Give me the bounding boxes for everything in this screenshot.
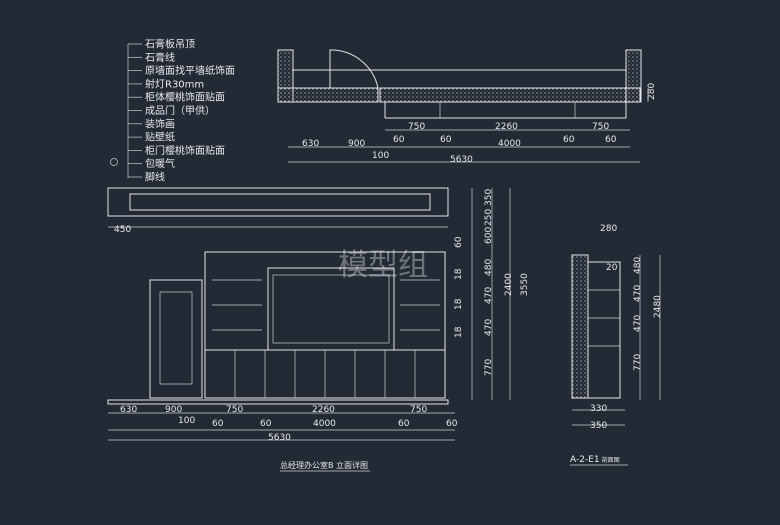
elev-bottom-630: 630 [120, 405, 137, 415]
elev-dim-18-c: 18 [454, 326, 464, 338]
elev-bottom-60-b: 60 [260, 419, 272, 429]
section-dim-770: 770 [633, 354, 643, 371]
section-view: 280 20 480 470 470 770 2480 330 350 A-2-… [570, 224, 663, 466]
legend-item: 柜体樱桃饰面贴面 [145, 91, 225, 104]
elev-bottom-4000: 4000 [313, 419, 336, 429]
section-dim-20: 20 [606, 263, 618, 273]
legend-item: 石膏板吊顶 [145, 38, 195, 51]
plan-dim-60-d: 60 [605, 135, 617, 145]
plan-dim-60-b: 60 [440, 135, 452, 145]
legend-item: 射灯R30mm [145, 78, 204, 90]
legend-item: 包暖气 [145, 157, 175, 170]
elev-dim-2400: 2400 [504, 273, 514, 296]
watermark-text: 模型组 [338, 248, 428, 283]
plan-view: 750 2260 750 630 900 60 60 4000 60 60 10… [277, 49, 657, 165]
elev-dim-350: 350 [484, 189, 494, 206]
plan-dim-750-right: 750 [592, 122, 609, 132]
material-legend: 石膏板吊顶石膏线原墙面找平墙纸饰面射灯R30mm柜体樱桃饰面贴面成品门（甲供）装… [110, 38, 235, 184]
elev-dim-18-a: 18 [454, 268, 464, 280]
elev-dim-60: 60 [454, 236, 464, 248]
elevation-title: 总经理办公室B 立面详图 [280, 460, 368, 470]
elev-dim-480: 480 [484, 259, 494, 276]
door-panel [149, 279, 203, 399]
legend-item: 贴壁纸 [145, 131, 175, 144]
elev-bottom-900: 900 [165, 405, 182, 415]
radiator-symbol-icon [110, 158, 118, 166]
elev-dim-470-a: 470 [484, 287, 494, 304]
elev-dim-3550: 3550 [520, 273, 530, 296]
plan-dim-2260: 2260 [495, 122, 518, 132]
elevation-view: 450 350 250 600 480 470 470 770 2400 355… [107, 187, 530, 472]
section-dim-470-a: 470 [633, 285, 643, 302]
section-dim-330: 330 [590, 404, 607, 414]
section-dim-470-b: 470 [633, 315, 643, 332]
elev-dim-470-b: 470 [484, 319, 494, 336]
legend-item: 成品门（甲供） [145, 104, 215, 117]
plan-dim-100: 100 [372, 151, 389, 161]
elev-bottom-2260: 2260 [312, 405, 335, 415]
plan-dim-900: 900 [348, 139, 365, 149]
section-dim-480: 480 [633, 257, 643, 274]
elev-bottom-60-c: 60 [398, 419, 410, 429]
section-dim-2480: 2480 [653, 295, 663, 318]
legend-item: 脚线 [145, 171, 165, 184]
elev-bottom-750-a: 750 [226, 405, 243, 415]
section-dim-280: 280 [600, 224, 617, 234]
plan-dim-5630: 5630 [450, 155, 473, 165]
plan-dim-4000: 4000 [498, 139, 521, 149]
elev-dim-600: 600 [484, 227, 494, 244]
elev-bottom-60-d: 60 [446, 419, 458, 429]
elev-dim-250: 250 [484, 209, 494, 226]
plan-dim-630: 630 [302, 139, 319, 149]
section-dim-350: 350 [590, 421, 607, 431]
legend-item: 石膏线 [145, 51, 175, 64]
elev-bottom-100: 100 [178, 416, 195, 426]
elev-dim-450: 450 [114, 225, 131, 235]
legend-item: 原墙面找平墙纸饰面 [145, 64, 235, 77]
elev-bottom-60-a: 60 [212, 419, 224, 429]
elev-dim-770: 770 [484, 359, 494, 376]
plan-dim-280: 280 [647, 83, 657, 100]
plan-dim-60-a: 60 [393, 135, 405, 145]
plan-dim-60-c: 60 [563, 135, 575, 145]
plan-dim-750-left: 750 [408, 122, 425, 132]
elev-bottom-750-b: 750 [410, 405, 427, 415]
elev-dim-18-b: 18 [454, 298, 464, 310]
legend-item: 装饰画 [145, 117, 175, 130]
legend-item: 柜门樱桃饰面贴面 [145, 144, 225, 157]
elev-bottom-5630: 5630 [268, 433, 291, 443]
